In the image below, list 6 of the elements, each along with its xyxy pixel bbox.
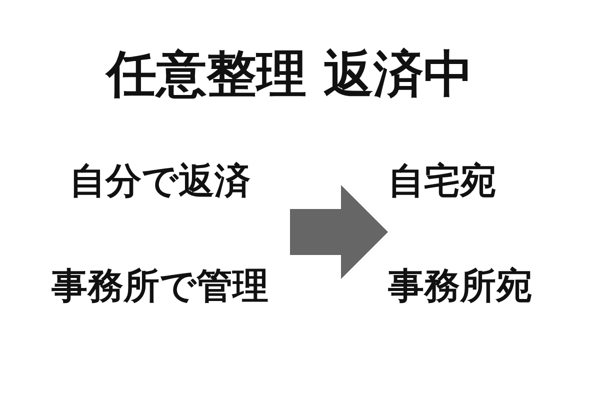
label-text: 事務所で管理 [52,265,268,309]
label-text: 自分で返済 [70,160,250,204]
label-text: 事務所宛 [388,265,532,309]
title: 任意整理 返済中 [104,44,475,105]
label-text: 自宅宛 [388,160,496,204]
block-arrow [290,185,388,279]
